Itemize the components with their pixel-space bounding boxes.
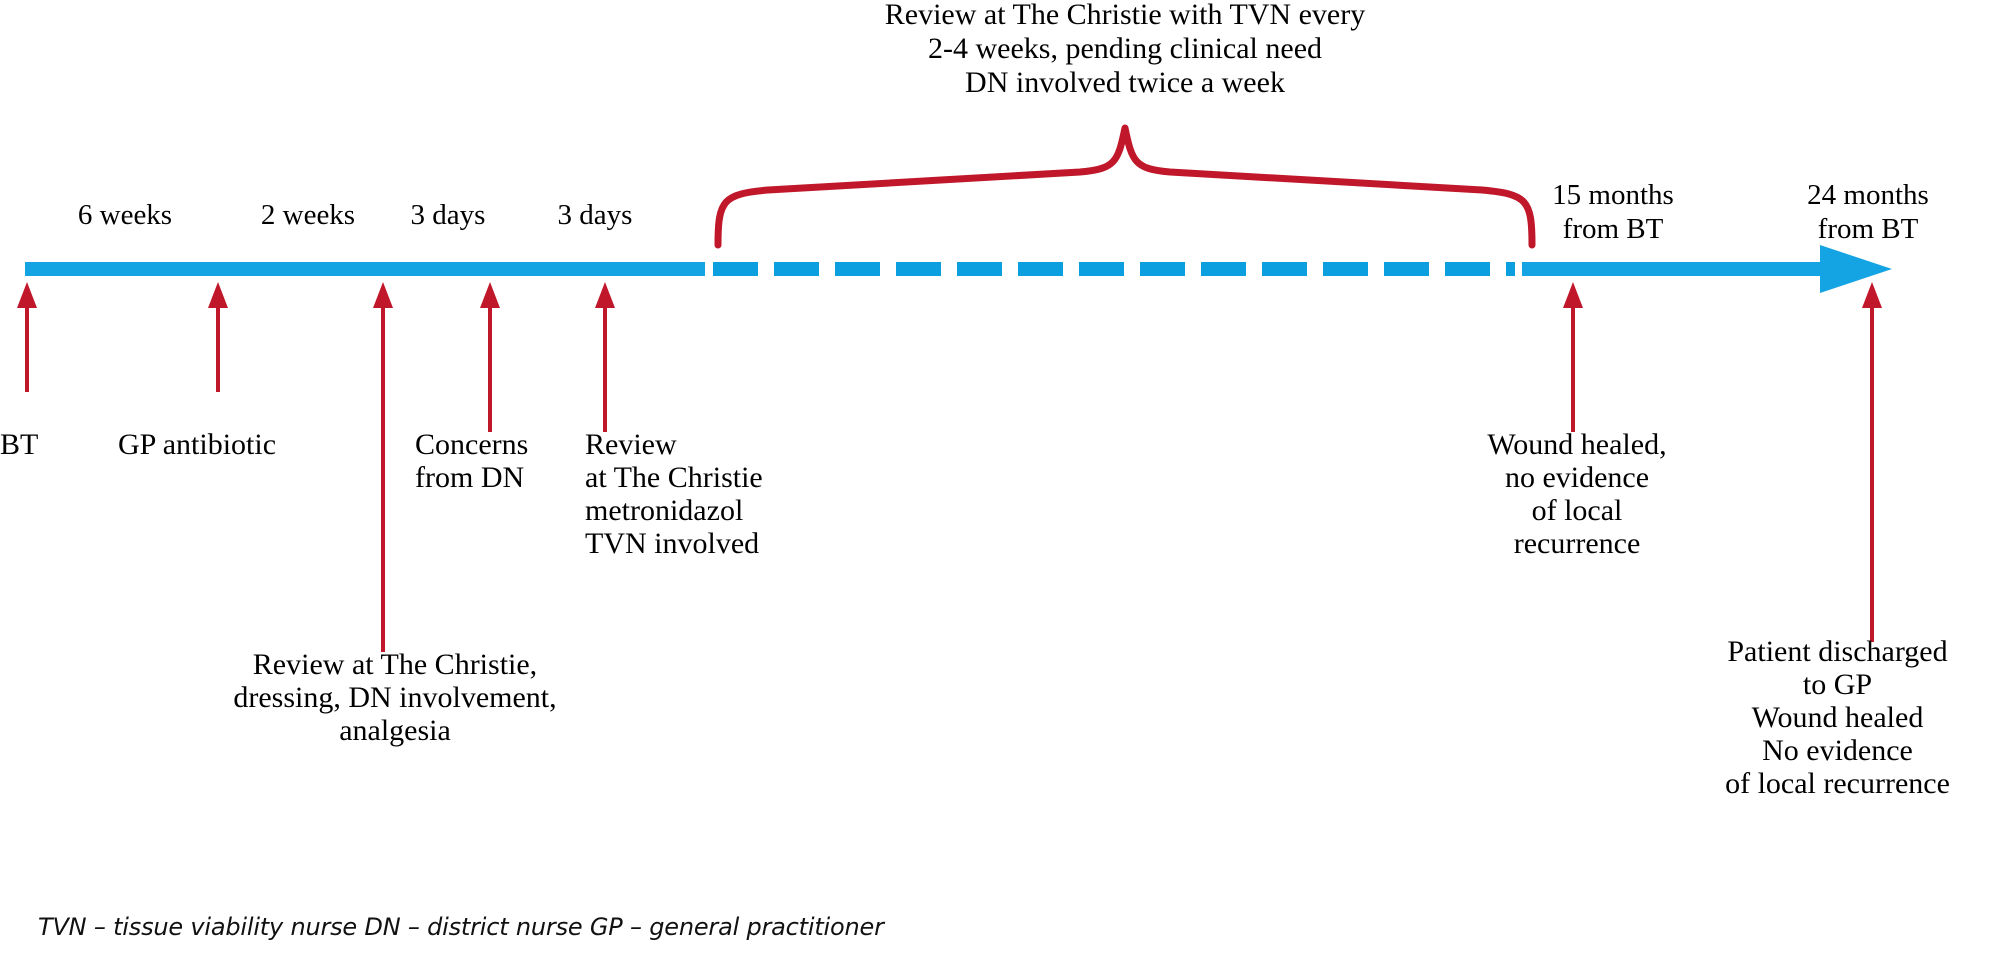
interval-label-3-days-second: 3 days — [557, 199, 633, 231]
interval-label-3-days-first: 3 days — [410, 199, 486, 231]
event-gp-antibiotic: GP antibiotic — [118, 428, 277, 461]
arrow-head-icon — [208, 282, 228, 308]
connector-patient-discharged — [1862, 282, 1882, 642]
arrow-stem — [1870, 302, 1874, 642]
brace-caption-text: Review at The Christie with TVN every 2-… — [884, 0, 1366, 99]
red-curly-brace-icon — [714, 124, 1536, 249]
connector-christie-review-1 — [373, 282, 393, 652]
arrow-head-icon — [595, 282, 615, 308]
arrow-head-icon — [480, 282, 500, 308]
connector-gp-antibiotic — [208, 282, 228, 392]
arrow-stem — [216, 302, 220, 392]
arrow-stem — [381, 302, 385, 652]
connector-concerns-from-dn — [480, 282, 500, 432]
interval-label-15-months-from-bt: 15 months from BT — [1552, 179, 1674, 245]
interval-label-6-weeks: 6 weeks — [77, 199, 173, 231]
arrow-stem — [603, 302, 607, 432]
arrow-stem — [25, 302, 29, 392]
arrow-stem — [488, 302, 492, 432]
event-concerns-from-dn: Concerns from DN — [415, 428, 529, 494]
timeline-segment-solid-right — [1522, 262, 1842, 276]
event-wound-healed: Wound healed, no evidence of local recur… — [1487, 428, 1667, 560]
event-bt: BT — [0, 428, 39, 461]
timeline-segment-dashed — [713, 262, 1515, 276]
arrow-head-icon — [1862, 282, 1882, 308]
connector-wound-healed — [1563, 282, 1583, 432]
arrow-stem — [1571, 302, 1575, 432]
event-christie-review-dressing: Review at The Christie, dressing, DN inv… — [233, 648, 557, 747]
connector-bt — [17, 282, 37, 392]
event-christie-review-metronidazol: Review at The Christie metronidazol TVN … — [585, 428, 763, 560]
arrow-head-icon — [1563, 282, 1583, 308]
interval-label-24-months-from-bt: 24 months from BT — [1807, 179, 1929, 245]
arrow-head-icon — [373, 282, 393, 308]
event-patient-discharged: Patient discharged to GP Wound healed No… — [1725, 635, 1950, 800]
connector-christie-review-2 — [595, 282, 615, 432]
timeline-segment-solid-left — [25, 262, 705, 276]
arrow-head-icon — [17, 282, 37, 308]
interval-label-2-weeks: 2 weeks — [260, 199, 356, 231]
abbreviation-footnote: TVN – tissue viability nurse DN – distri… — [38, 913, 884, 941]
